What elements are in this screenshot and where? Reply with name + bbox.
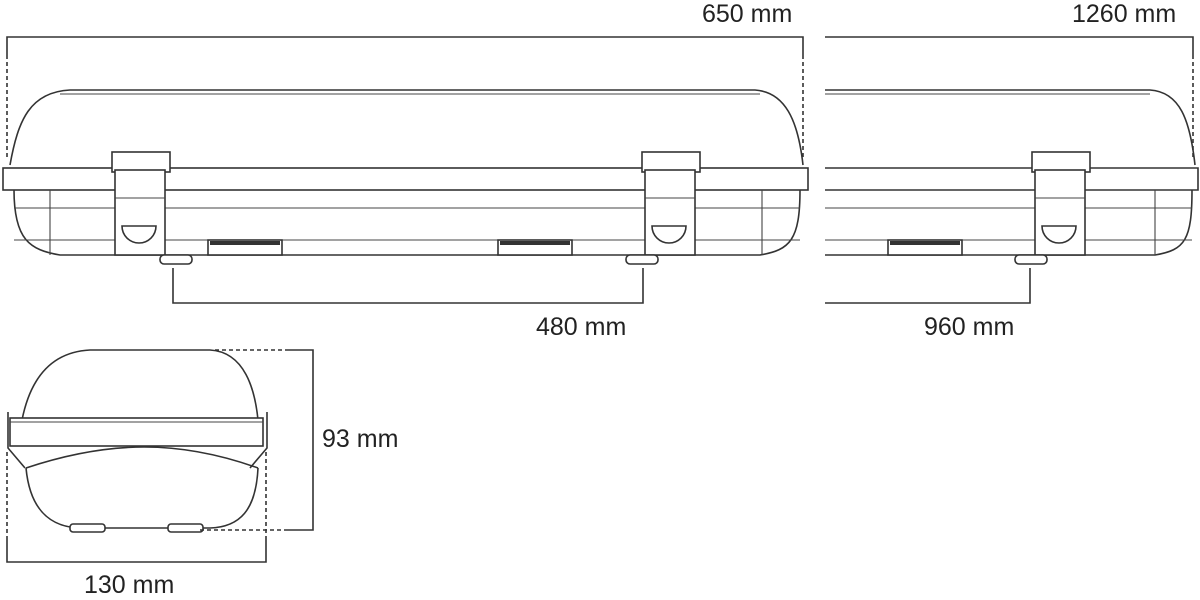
end-band: [9, 417, 264, 447]
clip-long: [1031, 151, 1091, 256]
length-dimension-line-1260: [825, 36, 1194, 55]
clip-right: [641, 151, 701, 256]
height-dimension-line: [285, 349, 314, 531]
label-short-length: 650 mm: [702, 0, 793, 28]
fixture-end-view: [6, 349, 314, 563]
mount-dimension-line-960: [825, 268, 1031, 304]
housing-band: [2, 167, 809, 191]
label-long-length: 1260 mm: [1072, 0, 1177, 28]
mount-dimension-line-480: [172, 268, 644, 304]
diffuser-cover: [9, 89, 804, 166]
width-dimension-line: [6, 540, 267, 563]
length-dimension-line-650: [6, 36, 804, 55]
short-fixture-side-view: [2, 36, 809, 304]
label-short-mount-spacing: 480 mm: [536, 313, 627, 341]
label-long-mount-spacing: 960 mm: [924, 313, 1015, 341]
label-width: 130 mm: [84, 571, 175, 599]
clip-left: [111, 151, 171, 256]
long-fixture-side-view: [825, 36, 1199, 304]
label-height: 93 mm: [322, 425, 399, 453]
